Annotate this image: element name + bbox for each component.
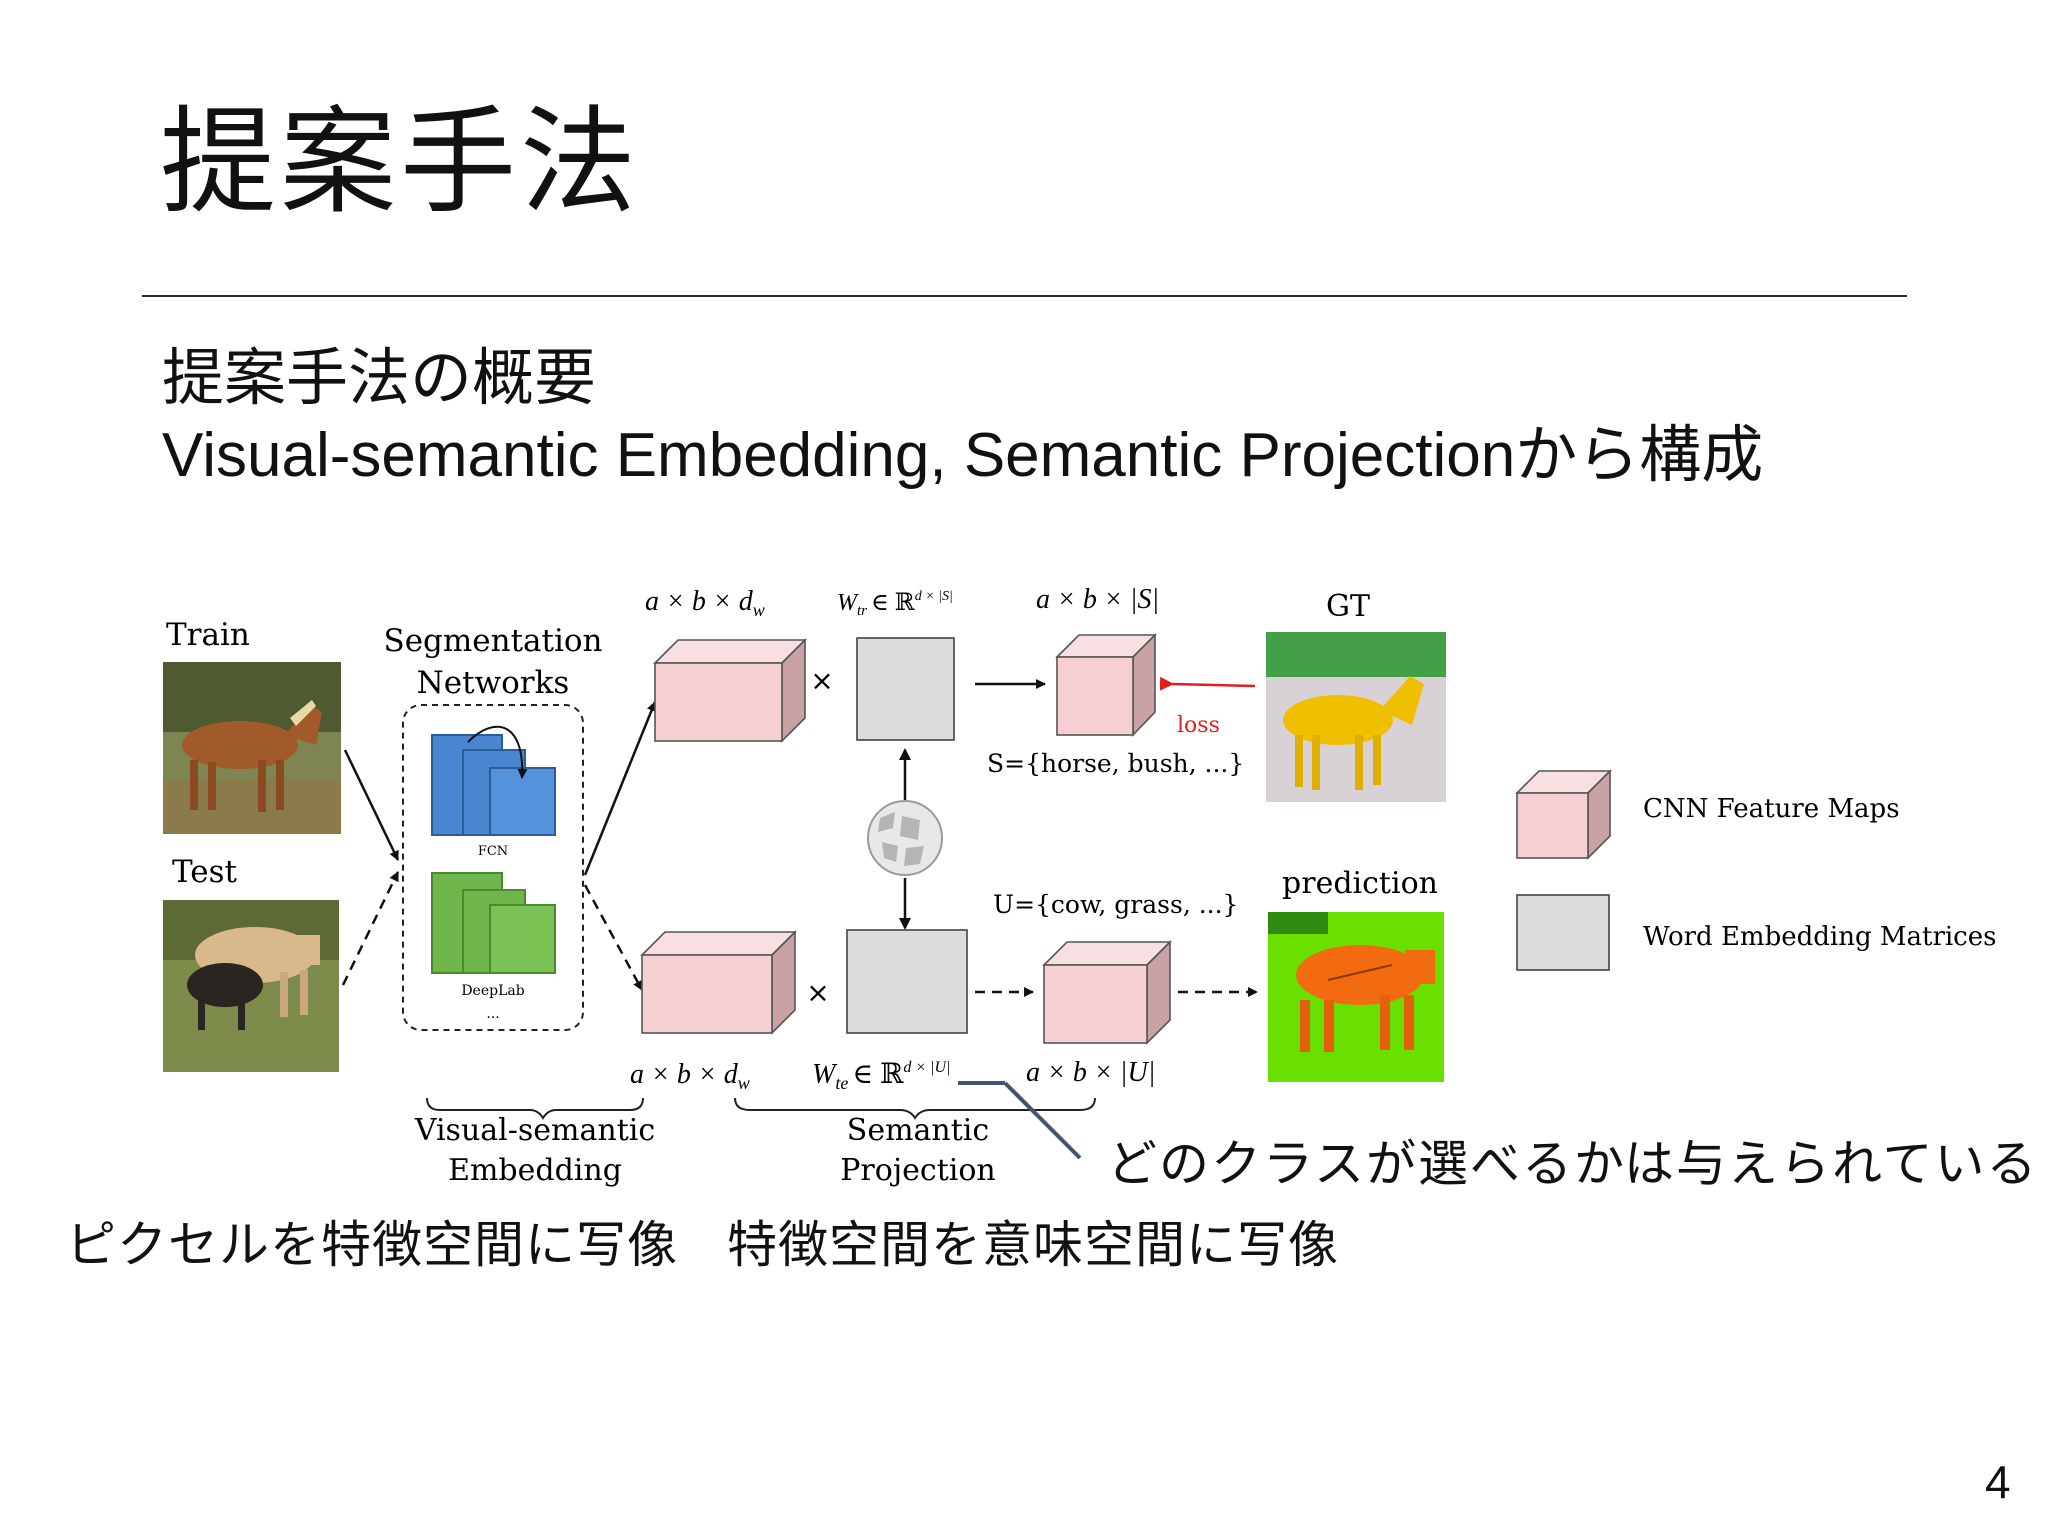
bottom-multiply-sign: × — [806, 976, 829, 1009]
train-label: Train — [166, 617, 250, 653]
legend-matrix-swatch — [1516, 894, 1610, 971]
bottom-feature-dims: a × b × dw — [630, 1059, 750, 1093]
caption-feature-to-semantic: 特徴空間を意味空間に写像 — [727, 1216, 1339, 1274]
gt-image — [1266, 632, 1446, 802]
slide-title: 提案手法 — [160, 95, 640, 230]
seen-classes-set: S={horse, bush, ...} — [987, 749, 1244, 778]
legend-embedding-matrices: Word Embedding Matrices — [1643, 922, 1996, 952]
top-weight-label: Wtr∈ ℝd × |S| — [837, 589, 953, 619]
body-heading: 提案手法の概要 — [162, 341, 597, 414]
segmentation-networks-box — [402, 704, 584, 1031]
top-embedding-matrix — [856, 637, 955, 741]
unseen-pointer — [958, 1081, 1082, 1160]
bottom-output-dims: a × b × |U| — [1026, 1057, 1155, 1088]
top-feature-dims: a × b × dw — [645, 586, 765, 620]
test-image-cows — [163, 900, 339, 1072]
fcn-label: FCN — [478, 844, 508, 859]
top-multiply-sign: × — [810, 664, 833, 697]
train-image-horse — [163, 662, 341, 834]
brace-vse-line-1: Visual-semantic — [414, 1113, 655, 1148]
deeplab-label: DeepLab — [461, 983, 524, 999]
segmentation-title-2: Networks — [417, 665, 570, 701]
fcn-block — [431, 725, 556, 836]
caption-pixel-to-feature: ピクセルを特徴空間に写像 — [66, 1216, 678, 1274]
top-feature-cube — [653, 638, 807, 743]
gt-label: GT — [1326, 589, 1370, 624]
legend-feature-map-swatch — [1515, 769, 1612, 860]
sp-brace — [734, 1097, 1096, 1120]
note-available-classes: どのクラスが選べるかは与えられている — [1107, 1135, 2039, 1193]
unseen-classes-set: U={cow, grass, ...} — [993, 890, 1238, 919]
bottom-feature-cube — [640, 930, 797, 1035]
loss-label: loss — [1177, 713, 1220, 738]
test-label: Test — [172, 854, 238, 890]
bottom-output-cube — [1042, 940, 1172, 1045]
top-output-cube — [1055, 633, 1157, 737]
bottom-embedding-matrix — [846, 929, 968, 1034]
legend-feature-maps: CNN Feature Maps — [1643, 794, 1900, 824]
brace-vse-line-2: Embedding — [448, 1153, 622, 1188]
deeplab-block — [431, 872, 556, 974]
prediction-image — [1268, 912, 1444, 1082]
legend: CNN Feature Maps Word Embedding Matrices — [1515, 769, 1996, 971]
segmentation-title-1: Segmentation — [383, 623, 602, 659]
wikipedia-globe-icon — [867, 800, 943, 876]
prediction-label: prediction — [1282, 866, 1438, 901]
top-output-dims: a × b × |S| — [1036, 584, 1159, 615]
brace-sp-line-1: Semantic — [847, 1113, 989, 1148]
networks-ellipsis: ... — [486, 1006, 499, 1022]
bottom-weight-label: Wte∈ ℝd × |U| — [812, 1059, 950, 1093]
body-subheading: Visual-semantic Embedding, Semantic Proj… — [162, 421, 1764, 490]
vse-brace — [426, 1097, 644, 1120]
brace-sp-line-2: Projection — [840, 1153, 995, 1188]
title-divider — [142, 295, 1907, 297]
page-number: 4 — [1985, 1456, 2011, 1508]
